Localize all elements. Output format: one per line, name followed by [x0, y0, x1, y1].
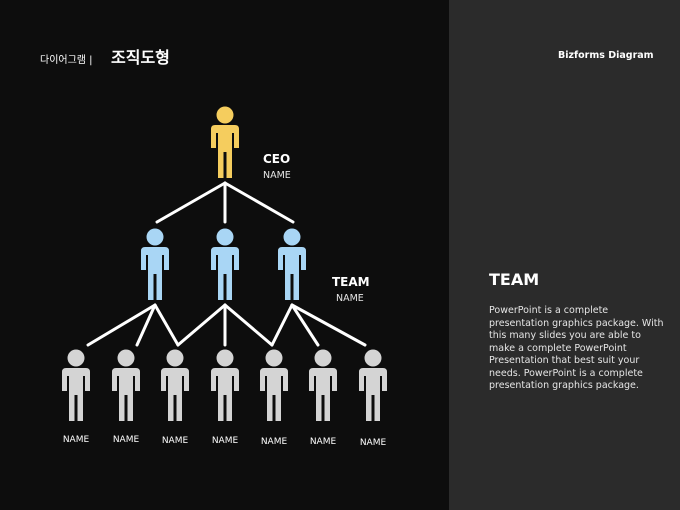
org-chart — [62, 106, 387, 421]
ceo-name: NAME — [263, 170, 291, 181]
member-person-icon — [211, 349, 239, 421]
sidebar-title: TEAM — [489, 270, 540, 289]
member-person-icon — [359, 349, 387, 421]
member-name-label: NAME — [112, 435, 140, 445]
page-title: 조직도형 — [111, 48, 170, 67]
member-person-icon — [112, 349, 140, 421]
member-name-label: NAME — [161, 436, 189, 446]
member-name-label: NAME — [359, 438, 387, 448]
member-name-label: NAME — [260, 437, 288, 447]
ceo-person-icon — [211, 106, 239, 178]
sidebar-panel — [449, 0, 680, 510]
member-person-icon — [161, 349, 189, 421]
team-name: NAME — [336, 293, 364, 304]
member-person-icon — [260, 349, 288, 421]
member-name-label: NAME — [211, 436, 239, 446]
member-name-label: NAME — [309, 437, 337, 447]
team-person-icon — [141, 228, 169, 300]
member-person-icon — [62, 349, 90, 421]
member-name-label: NAME — [62, 435, 90, 445]
team-person-icon — [211, 228, 239, 300]
brand-label: Bizforms Diagram — [558, 50, 654, 61]
sidebar-description: PowerPoint is a complete presentation gr… — [489, 305, 664, 391]
connector-lines — [86, 181, 367, 347]
team-person-icon — [278, 228, 306, 300]
team-title: TEAM — [332, 275, 370, 289]
member-person-icon — [309, 349, 337, 421]
header-subtitle: 다이어그램 | — [40, 55, 93, 66]
ceo-title: CEO — [263, 152, 291, 166]
